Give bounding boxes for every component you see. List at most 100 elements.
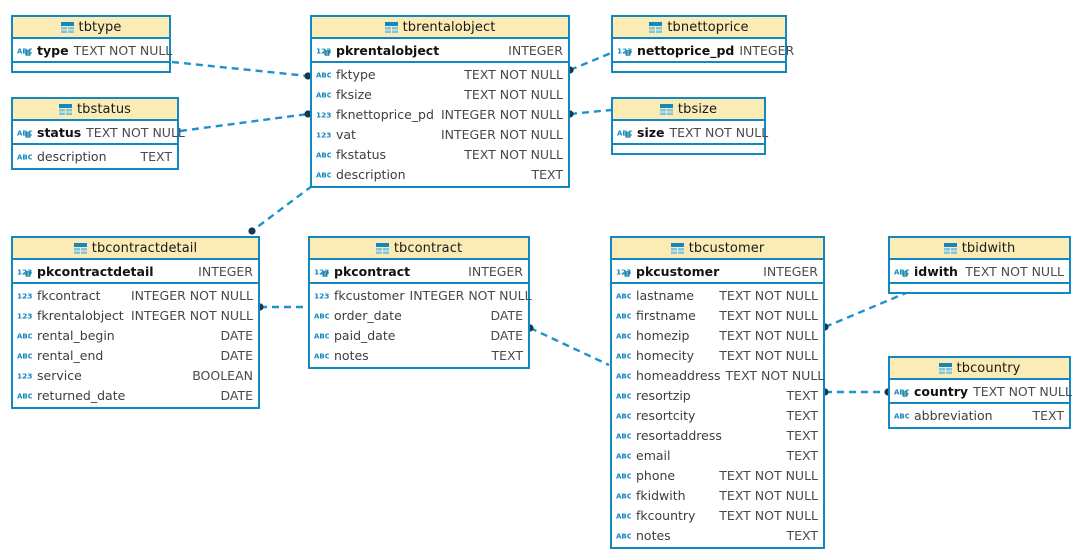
svg-text:123: 123 [616, 267, 631, 276]
svg-text:123: 123 [17, 371, 32, 380]
table-grid-icon [670, 242, 684, 254]
svg-text:⚷: ⚷ [26, 132, 30, 137]
svg-text:ABC: ABC [616, 372, 631, 380]
123-key-icon: 123⚷ [17, 267, 32, 277]
svg-text:123: 123 [314, 291, 329, 300]
column-name: notes [636, 527, 671, 543]
column-type: INTEGER [198, 263, 253, 279]
column-name: fknettoprice_pd [336, 106, 434, 122]
column-name: firstname [636, 307, 696, 323]
column-name: email [636, 447, 671, 463]
column-name: pkcontract [334, 263, 411, 279]
column-name: returned_date [37, 387, 126, 403]
column-name: pkcustomer [636, 263, 720, 279]
svg-text:⚷: ⚷ [903, 391, 907, 396]
svg-text:ABC: ABC [616, 332, 631, 340]
svg-text:123: 123 [17, 267, 32, 276]
svg-text:123: 123 [316, 110, 331, 119]
svg-text:ABC: ABC [616, 432, 631, 440]
abc-icon: ABC [616, 452, 631, 460]
rel-tbtype-tbrentalobject [171, 60, 312, 80]
column-type: TEXT NOT NULL [86, 124, 185, 140]
abc-icon: ABC [894, 412, 909, 420]
123-key-icon: 123⚷ [316, 46, 331, 56]
abc-key-icon: ABC⚷ [617, 129, 632, 138]
123-icon: 123 [17, 371, 32, 380]
table-name: tbcountry [956, 360, 1021, 376]
abc-icon: ABC [616, 352, 631, 360]
table-header-tbidwith: tbidwith [890, 238, 1069, 260]
svg-text:⚷: ⚷ [26, 50, 30, 55]
column-type: TEXT NOT NULL [719, 507, 818, 523]
svg-text:ABC: ABC [314, 352, 329, 360]
svg-text:⚷: ⚷ [626, 50, 630, 55]
svg-text:⚷: ⚷ [625, 271, 629, 276]
svg-text:ABC: ABC [894, 268, 909, 276]
column-name: vat [336, 126, 356, 142]
column-type: TEXT NOT NULL [965, 263, 1064, 279]
abc-icon: ABC [616, 392, 631, 400]
column-type: INTEGER [468, 263, 523, 279]
column-type: TEXT [1032, 407, 1064, 423]
123-key-icon: 123⚷ [617, 46, 632, 56]
abc-icon: ABC [616, 292, 631, 300]
table-name: tbrentalobject [402, 19, 496, 35]
table-grid-icon [73, 242, 87, 254]
